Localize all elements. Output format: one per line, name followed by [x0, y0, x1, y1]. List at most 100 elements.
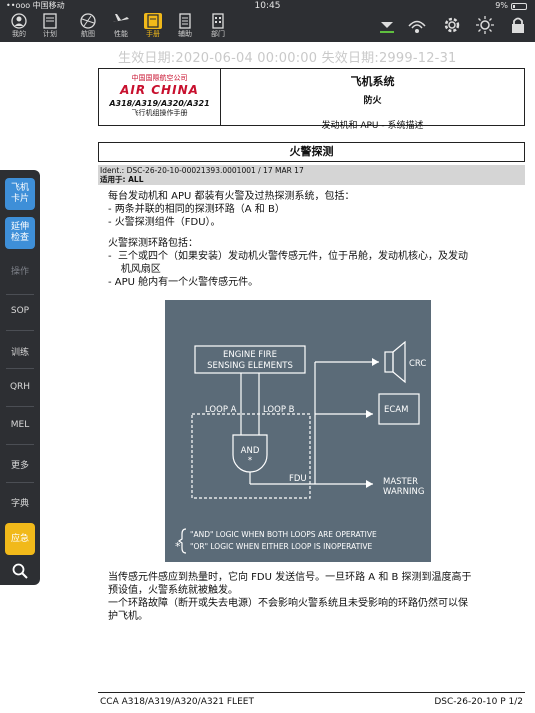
note-brace [177, 528, 187, 554]
nav-label: 我的 [12, 30, 26, 38]
calendar-icon [43, 13, 57, 29]
paragraph: 一个环路故障（断开或失去电源）不会影响火警系统且未受影响的环路仍然可以保 [108, 598, 468, 609]
logo-chinese: 中国国際航空公司 [131, 74, 188, 82]
nav-label: 性能 [114, 30, 128, 38]
note-line-2: "OR" LOGIC WHEN EITHER LOOP IS INOPERATI… [190, 542, 372, 551]
brightness-icon[interactable] [474, 14, 496, 36]
master-label-1: MASTER [383, 477, 418, 487]
book-icon [144, 13, 162, 29]
sidebar-item-mel[interactable]: MEL [10, 420, 30, 430]
extended-check-button[interactable]: 延伸 检查 [5, 217, 35, 249]
subsection-title: 发动机和 APU - 系统描述 [321, 121, 424, 131]
nav-label: 航图 [81, 30, 95, 38]
gear-icon[interactable] [441, 14, 463, 36]
paragraph-continuation: 预设值，火警系统就被触发。 [108, 585, 238, 596]
applicability: 适用于: ALL [100, 175, 144, 184]
master-label-2: WARNING [383, 487, 424, 497]
document-icon [179, 13, 191, 29]
crc-label: CRC [409, 359, 426, 369]
paragraph: 火警探测环路包括： [108, 238, 198, 249]
top-bar: ••ooo 中国移动 10:45 9% 我的 计划 航图 性能 手册 辅助 部门 [0, 0, 535, 42]
operate-button[interactable]: 操作 [10, 266, 29, 277]
paragraph-continuation: 护飞机。 [108, 611, 148, 622]
header-titles: 飞机系统 防火 发动机和 APU - 系统描述 [221, 69, 524, 131]
globe-icon [80, 13, 96, 29]
search-icon[interactable] [11, 562, 29, 580]
carrier: ••ooo 中国移动 [6, 1, 65, 10]
note-star: * [175, 540, 181, 553]
nav-charts[interactable]: 航图 [74, 13, 102, 41]
nav-assist[interactable]: 辅助 [171, 13, 199, 41]
battery-indicator: 9% [495, 0, 527, 12]
fdu-label: FDU [289, 474, 307, 484]
sensing-label-1: ENGINE FIRE [223, 350, 277, 360]
nav-mine[interactable]: 我的 [5, 13, 33, 41]
battery-icon [511, 2, 527, 10]
fdu-box [191, 413, 311, 499]
nav-plan[interactable]: 计划 [36, 13, 64, 41]
nav-department[interactable]: 部门 [204, 13, 232, 41]
bullet: - 火警探测组件（FDU）。 [108, 217, 221, 228]
topic-title: 火警探测 [98, 142, 525, 162]
collapse-icon[interactable] [376, 14, 398, 36]
sidebar-item-dictionary[interactable]: 字典 [10, 499, 29, 509]
aircraft-model: A318/A319/A320/A321 [109, 99, 210, 108]
and-star: * [248, 456, 252, 466]
battery-percent: 9% [495, 1, 508, 10]
logo-english: AIR CHINA [120, 83, 199, 97]
emergency-button[interactable]: 应急 [5, 523, 35, 555]
ident-text: Ident.: DSC-26-20-10-00021393.0001001 / … [100, 166, 304, 175]
paragraph: 每台发动机和 APU 都装有火警及过热探测系统，包括： [108, 191, 355, 202]
airline-logo: 中国国際航空公司 AIR CHINA A318/A319/A320/A321 飞… [99, 69, 221, 125]
nav-label: 手册 [146, 30, 160, 38]
bullet: - 两条并联的相同的探测环路（A 和 B） [108, 204, 285, 215]
sidebar-item-sop[interactable]: SOP [10, 306, 30, 316]
status-bar: ••ooo 中国移动 10:45 9% [0, 0, 535, 12]
divider [6, 406, 34, 407]
nav-label: 部门 [211, 30, 225, 38]
divider [6, 368, 34, 369]
sensing-elements-box [194, 345, 306, 374]
and-gate [232, 434, 268, 473]
sidebar-item-qrh[interactable]: QRH [9, 382, 31, 392]
page-footer: CCA A318/A319/A320/A321 FLEET DSC-26-20-… [98, 692, 525, 713]
speaker-icon [384, 351, 394, 373]
bullet: - 三个或四个（如果安装）发动机火警传感元件，位于吊舱，发动机核心，及发动 [108, 251, 468, 262]
page-reference: DSC-26-20-10 P 1/2 [434, 697, 523, 707]
ident-bar: Ident.: DSC-26-20-10-00021393.0001001 / … [98, 165, 525, 185]
chapter-title: 飞机系统 [350, 75, 395, 88]
sensing-label-2: SENSING ELEMENTS [207, 361, 293, 371]
divider [6, 294, 34, 295]
note-line-1: "AND" LOGIC WHEN BOTH LOOPS ARE OPERATIV… [190, 530, 377, 539]
building-icon [212, 13, 224, 29]
document-page: 生效日期:2020-06-04 00:00:00 失效日期:2999-12-31… [48, 42, 535, 713]
wifi-icon[interactable] [406, 14, 428, 36]
and-label: AND [241, 446, 260, 456]
divider [6, 444, 34, 445]
bullet: - APU 舱内有一个火警传感元件。 [108, 277, 259, 288]
sidebar: 飞机 卡片 延伸 检查 操作 SOP 训练 QRH MEL 更多 字典 应急 [0, 170, 40, 585]
divider [6, 482, 34, 483]
ecam-screen-icon [378, 393, 420, 425]
bullet-continuation: 机风扇区 [108, 264, 161, 275]
airplane-icon [113, 14, 129, 22]
lock-icon[interactable] [507, 14, 529, 36]
loop-b-label: LOOP B [263, 405, 295, 415]
section-title: 防火 [363, 96, 382, 106]
sidebar-item-training[interactable]: 训练 [10, 348, 29, 358]
loop-a-label: LOOP A [205, 405, 237, 415]
manual-name: 飞行机组操作手册 [131, 109, 188, 117]
user-icon [11, 13, 27, 29]
clock: 10:45 [254, 1, 281, 11]
divider [6, 330, 34, 331]
paragraph: 当传感元件感应到热量时，它向 FDU 发送信号。一旦环路 A 和 B 探测到温度… [108, 572, 472, 583]
nav-label: 辅助 [178, 30, 192, 38]
nav-manual[interactable]: 手册 [139, 13, 167, 41]
nav-label: 计划 [43, 30, 57, 38]
fleet-label: CCA A318/A319/A320/A321 FLEET [100, 697, 254, 707]
aircraft-card-button[interactable]: 飞机 卡片 [5, 178, 35, 210]
sidebar-item-more[interactable]: 更多 [10, 461, 29, 471]
document-header: 中国国際航空公司 AIR CHINA A318/A319/A320/A321 飞… [98, 68, 525, 131]
ecam-label: ECAM [384, 405, 408, 415]
nav-performance[interactable]: 性能 [107, 13, 135, 41]
